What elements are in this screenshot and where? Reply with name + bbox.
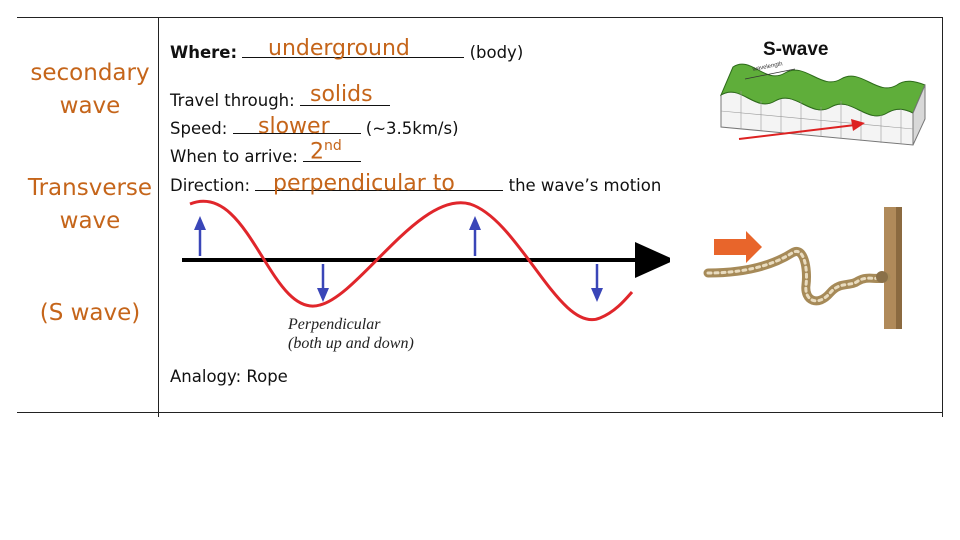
analogy-text: Analogy: Rope — [170, 367, 288, 386]
direction-suffix: the wave’s motion — [508, 176, 662, 195]
where-answer: underground — [268, 36, 410, 61]
term-secondary: secondary — [30, 60, 150, 86]
table-right-border — [942, 17, 943, 417]
wall-post-shade — [896, 207, 902, 329]
transverse-wave-diagram — [182, 199, 670, 322]
speed-blank — [232, 119, 361, 134]
speed-label: Speed: — [170, 119, 228, 138]
speed-row: Speed: (~3.5km/s) — [170, 119, 459, 138]
arrive-answer-suffix: nd — [324, 138, 342, 154]
speed-suffix: (~3.5km/s) — [365, 119, 459, 138]
rope — [703, 247, 891, 306]
wavelength-label: wavelength — [751, 61, 783, 73]
s-wave-propagation-arrowhead — [851, 119, 865, 131]
arrive-blank — [303, 147, 362, 162]
where-row: Where: (body) — [170, 43, 523, 62]
where-label: Where: — [170, 43, 238, 62]
transverse-wave-curve — [189, 199, 634, 322]
s-wave-grid — [720, 91, 914, 144]
where-blank — [242, 43, 465, 58]
up-arrowhead-1 — [194, 216, 206, 230]
term-wave-2: wave — [59, 208, 121, 234]
rope-illustration — [703, 207, 902, 329]
down-arrowhead-2 — [591, 288, 603, 302]
direction-answer: perpendicular to — [273, 171, 455, 196]
travel-label: Travel through: — [170, 91, 295, 110]
s-wave-title: S-wave — [763, 39, 828, 60]
arrive-label: When to arrive: — [170, 147, 298, 166]
caption-line-2: (both up and down) — [288, 335, 414, 353]
table-top-border — [17, 17, 943, 18]
term-transverse: Transverse — [27, 175, 153, 201]
rope-knot — [876, 271, 888, 283]
direction-label: Direction: — [170, 176, 251, 195]
where-suffix: (body) — [469, 43, 524, 62]
wave-direction-arrowhead — [635, 242, 670, 278]
arrive-row: When to arrive: — [170, 147, 362, 166]
caption-line-1: Perpendicular — [288, 316, 381, 333]
travel-row: Travel through: — [170, 91, 390, 110]
direction-row: Direction: the wave’s motion — [170, 176, 661, 195]
column-divider — [158, 17, 159, 417]
up-arrowhead-2 — [469, 216, 481, 230]
s-wave-block-side — [912, 84, 926, 146]
wavelength-marker — [744, 68, 796, 80]
direction-blank — [255, 176, 504, 191]
term-wave-1: wave — [59, 93, 121, 119]
arrive-answer: 2nd — [310, 138, 342, 164]
travel-answer: solids — [310, 82, 373, 107]
term-s-wave: (S wave) — [39, 300, 141, 326]
s-wave-illustration: S-wave wavelength — [719, 39, 926, 146]
diagram-caption: Perpendicular (both up and down) — [288, 315, 414, 353]
push-arrow — [714, 231, 762, 263]
rope-texture — [706, 249, 888, 303]
table-bottom-border — [17, 412, 943, 413]
arrive-answer-number: 2 — [310, 139, 324, 165]
speed-answer: slower — [258, 114, 330, 139]
down-arrowhead-1 — [317, 288, 329, 302]
travel-blank — [299, 91, 390, 106]
s-wave-propagation-arrow — [738, 124, 856, 140]
